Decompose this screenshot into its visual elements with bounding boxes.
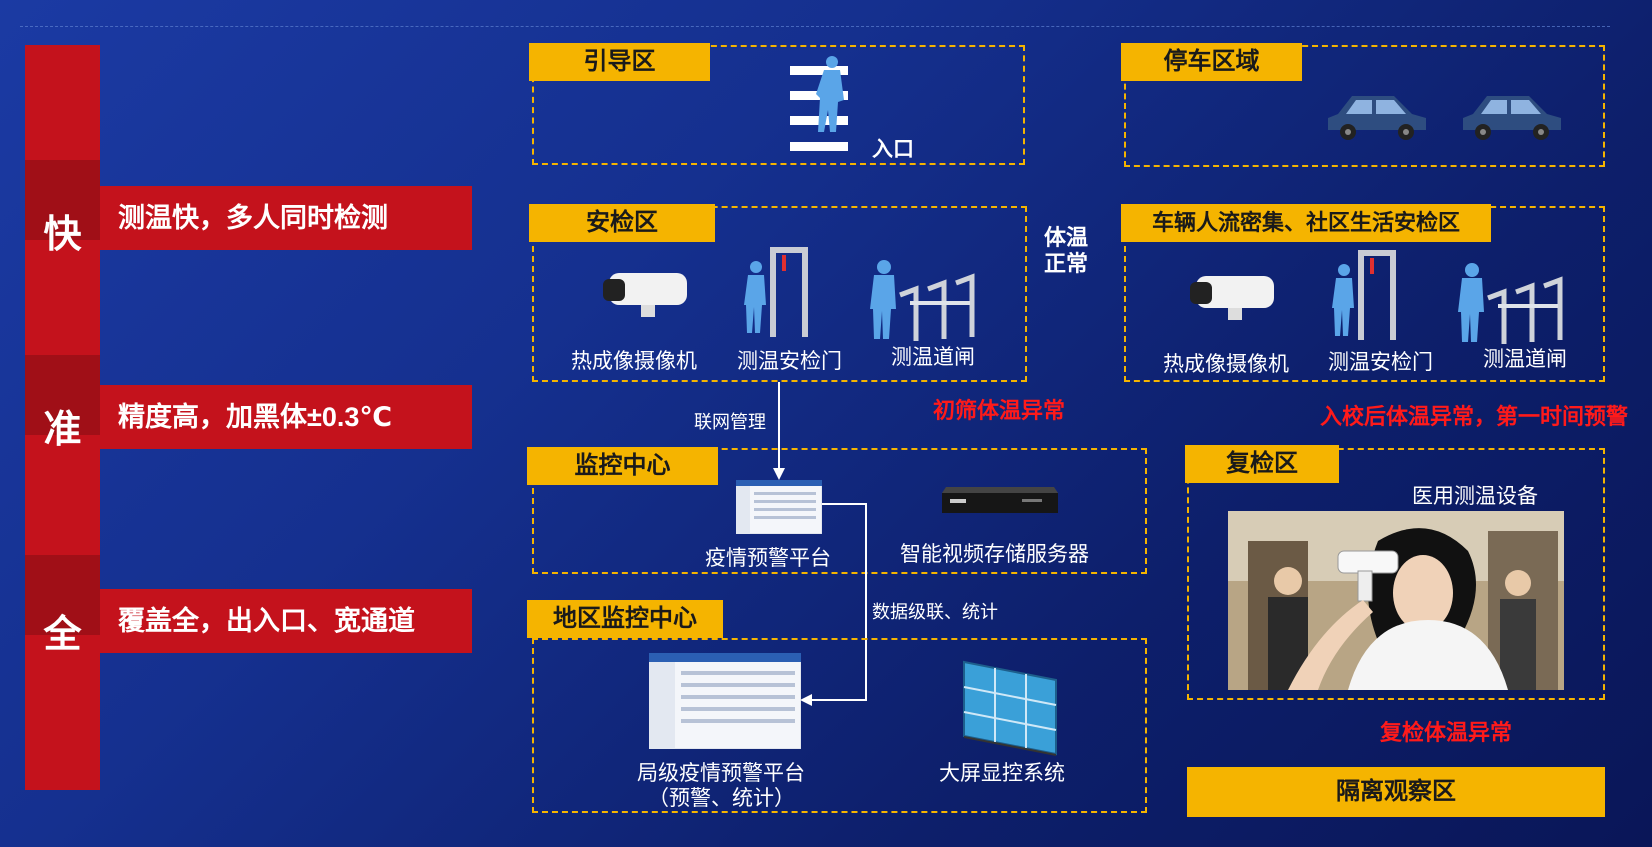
cascade-connector — [800, 503, 867, 706]
regional-platform-screen-icon — [649, 653, 801, 749]
char-fast: 快 — [43, 214, 82, 256]
thermal-camera-icon — [603, 273, 687, 317]
feature-full: 覆盖全，出入口、宽通道 — [100, 589, 472, 653]
device-label: 热成像摄像机 — [1163, 353, 1289, 376]
thermal-camera-icon — [1190, 276, 1274, 320]
entrance-icon — [790, 56, 848, 151]
medical-device-label: 医用测温设备 — [1412, 485, 1538, 508]
feature-accurate: 精度高，加黑体±0.3℃ — [100, 385, 472, 449]
isolation-area: 隔离观察区 — [1187, 767, 1605, 817]
zone-guide — [532, 45, 1025, 165]
temperature-gate-icon — [744, 247, 808, 337]
zone-vehicle-label: 车辆人流密集、社区生活安检区 — [1121, 204, 1491, 242]
alert-initial: 初筛体温异常 — [933, 398, 1066, 423]
zone-recheck — [1187, 448, 1605, 700]
zone-guide-label: 引导区 — [529, 43, 710, 81]
car-icon — [1463, 96, 1561, 140]
zone-regional — [532, 638, 1147, 813]
screen-label: 大屏显控系统 — [939, 762, 1065, 785]
zone-parking-label: 停车区域 — [1121, 43, 1302, 81]
zone-monitor-label: 监控中心 — [527, 447, 718, 485]
zone-recheck-label: 复检区 — [1185, 445, 1339, 483]
regional-platform-sub: （预警、统计） — [648, 787, 795, 810]
platform-label: 疫情预警平台 — [705, 547, 831, 570]
feature-fast: 测温快，多人同时检测 — [100, 186, 472, 250]
device-label: 热成像摄像机 — [571, 350, 697, 373]
alert-school: 入校后体温异常，第一时间预警 — [1320, 404, 1629, 429]
entrance-label: 入口 — [872, 138, 914, 161]
network-label: 联网管理 — [694, 412, 766, 432]
car-icon — [1328, 96, 1426, 140]
temperature-gate-icon — [1332, 250, 1396, 340]
storage-server-icon — [942, 487, 1058, 513]
alert-recheck: 复检体温异常 — [1380, 720, 1513, 745]
zone-monitor — [532, 448, 1147, 574]
regional-platform-label: 局级疫情预警平台 — [637, 762, 805, 785]
device-label: 测温安检门 — [737, 350, 842, 373]
server-label: 智能视频存储服务器 — [900, 543, 1089, 566]
video-wall-icon — [963, 660, 1057, 756]
char-full: 全 — [43, 614, 82, 656]
zone-security — [532, 206, 1027, 382]
top-divider — [20, 26, 1610, 27]
temperature-check-photo — [1228, 511, 1564, 690]
arrow-down-icon — [773, 382, 785, 480]
device-label: 测温安检门 — [1328, 351, 1433, 374]
char-accurate: 准 — [43, 409, 82, 451]
device-label: 测温道闸 — [1483, 348, 1567, 371]
zone-regional-label: 地区监控中心 — [527, 600, 723, 638]
normal-temp-label: 体温 正常 — [1044, 225, 1089, 276]
turnstile-icon — [870, 260, 975, 341]
platform-screen-icon — [736, 480, 822, 534]
device-label: 测温道闸 — [891, 346, 975, 369]
cascade-label: 数据级联、统计 — [872, 602, 998, 622]
turnstile-icon — [1458, 263, 1563, 344]
zone-security-label: 安检区 — [529, 204, 715, 242]
left-red-bar — [25, 45, 100, 790]
zone-parking — [1124, 45, 1605, 167]
